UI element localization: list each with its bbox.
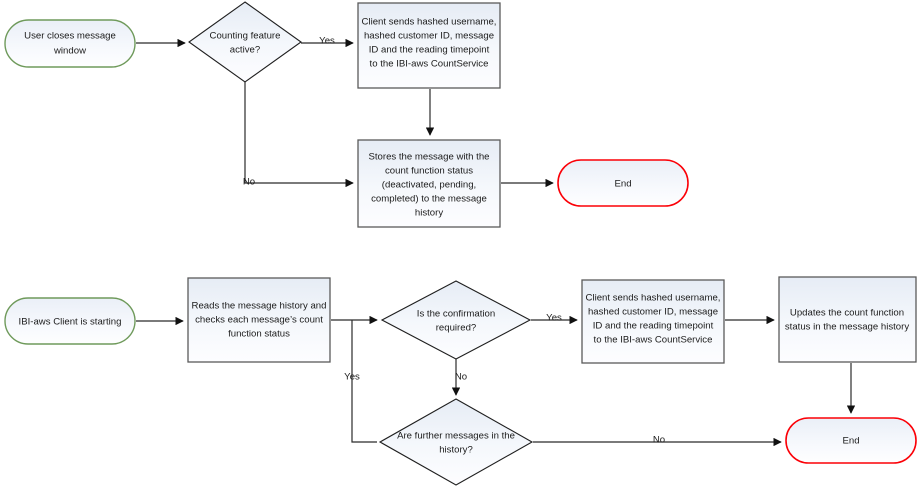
edge-reads-yes-loop-to-further (351, 320, 377, 443)
node-process-stores-message[interactable]: Stores the message with the count functi… (357, 139, 501, 228)
node-label-line: count function status (385, 166, 473, 177)
node-process-client-sends-1[interactable]: Client sends hashed username, hashed cus… (357, 2, 501, 89)
node-label-line: window (53, 46, 86, 57)
node-start-client-starting[interactable]: IBI-aws Client is starting (4, 297, 136, 345)
node-label-line: Are further messages in the (397, 431, 515, 442)
node-label-line: checks each message’s count (195, 315, 323, 326)
node-process-reads-history[interactable]: Reads the message history and checks eac… (187, 277, 331, 363)
node-label-line: Reads the message history and (192, 301, 327, 312)
edge-label-yes-2: Yes (546, 313, 562, 324)
node-label-line: IBI-aws Client is starting (19, 317, 122, 328)
node-start-user-closes[interactable]: User closes message window (4, 19, 136, 68)
node-label-line: ID and the reading timepoint (369, 45, 490, 56)
node-decision-confirmation-required[interactable]: Is the confirmation required? (380, 280, 532, 360)
node-label-line: hashed customer ID, message (588, 307, 718, 318)
node-label-line: Updates the count function (790, 308, 904, 319)
node-label-line: function status (228, 329, 290, 340)
node-process-updates-status[interactable]: Updates the count function status in the… (778, 276, 917, 363)
node-label-line: Counting feature (210, 31, 281, 42)
flow2-edges: Yes Yes No No (136, 313, 856, 447)
node-label-line: required? (436, 323, 477, 334)
node-decision-counting-active[interactable]: Counting feature active? (188, 1, 302, 83)
node-end-2[interactable]: End (785, 417, 917, 464)
node-label-line: End (842, 436, 859, 447)
edge-label-no-2: No (455, 372, 467, 383)
node-label-line: status in the message history (785, 322, 909, 333)
edge-label-yes-3: Yes (344, 372, 360, 383)
node-label-line: to the IBI-aws CountService (370, 59, 489, 70)
node-label-line: (deactivated, pending, (382, 180, 476, 191)
edge-label-no-1: No (243, 177, 255, 188)
node-label-line: Stores the message with the (368, 152, 489, 163)
edge-label-yes-1: Yes (319, 36, 335, 47)
node-label-line: history? (439, 445, 473, 456)
node-label-line: hashed customer ID, message (364, 31, 494, 42)
flow1-edges: Yes No (136, 36, 554, 188)
node-end-1[interactable]: End (557, 159, 689, 207)
node-label-line: User closes message (24, 31, 116, 42)
node-decision-further-messages[interactable]: Are further messages in the history? (378, 398, 534, 486)
node-label-line: active? (230, 45, 260, 56)
edge-label-no-3: No (653, 435, 665, 446)
node-label-line: completed) to the message (371, 194, 487, 205)
node-label-line: Client sends hashed username, (362, 17, 497, 28)
node-process-client-sends-2[interactable]: Client sends hashed username, hashed cus… (581, 279, 725, 364)
node-label-line: to the IBI-aws CountService (594, 335, 713, 346)
node-label-line: End (614, 179, 631, 190)
edge-counting-no-to-stores (244, 82, 354, 188)
node-label-line: history (415, 208, 443, 219)
node-label-line: Is the confirmation (417, 309, 495, 320)
node-label-line: Client sends hashed username, (586, 293, 721, 304)
node-label-line: ID and the reading timepoint (593, 321, 714, 332)
